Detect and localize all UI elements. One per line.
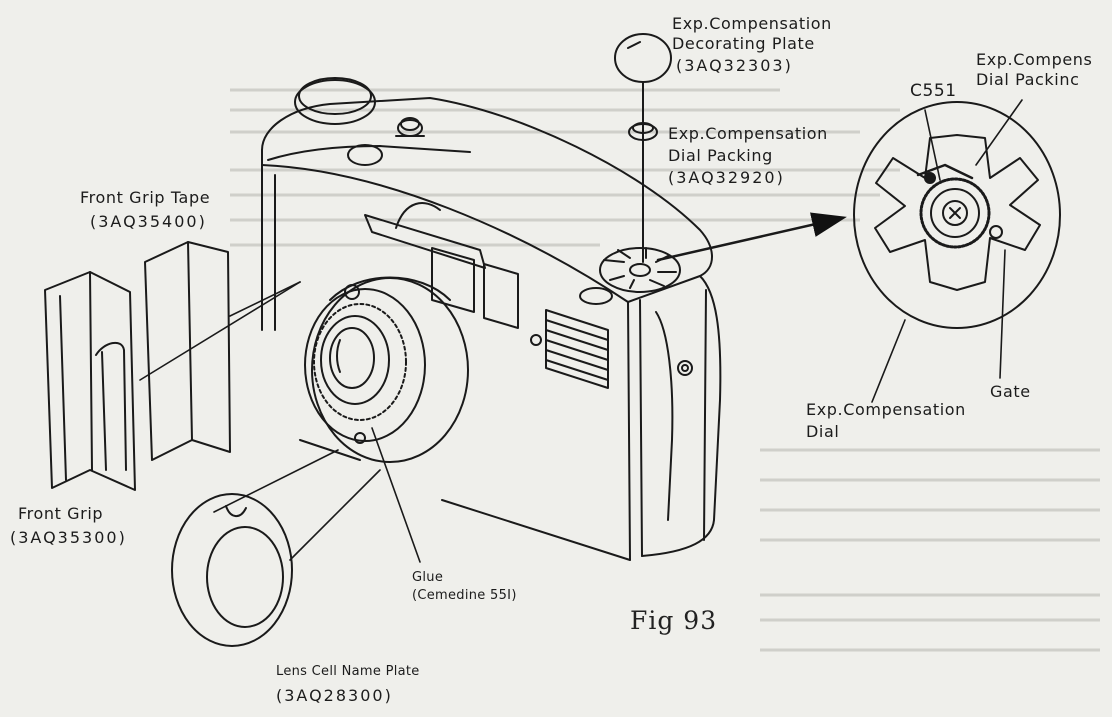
label-front-grip-tape-code: (3AQ35400) <box>90 212 207 231</box>
label-dial-packing-name: Exp.Compensation <box>668 124 828 143</box>
dial-detail-view <box>853 101 1061 329</box>
label-decorating-plate-name2: Decorating Plate <box>672 34 815 53</box>
label-glue-name: Glue <box>412 570 444 585</box>
label-dial-packing-name2: Dial Packing <box>668 146 773 165</box>
front-grip-part <box>44 271 136 491</box>
label-decorating-plate-name: Exp.Compensation <box>672 14 832 33</box>
front-grip-tape-part <box>144 241 231 461</box>
label-c551: C551 <box>910 81 957 101</box>
label-front-grip-tape-name: Front Grip Tape <box>80 188 211 207</box>
label-dial-packing-code: (3AQ32920) <box>668 168 785 187</box>
lens-name-plate-part <box>171 493 293 647</box>
decorating-plate-part <box>614 33 672 83</box>
label-front-grip-code: (3AQ35300) <box>10 528 127 547</box>
camera-body <box>261 77 722 561</box>
leader-lines <box>139 99 1023 563</box>
label-lens-plate-name: Lens Cell Name Plate <box>276 664 420 679</box>
detail-arrow <box>656 212 847 262</box>
label-front-grip-name: Front Grip <box>18 504 104 523</box>
label-lens-plate-code: (3AQ28300) <box>276 686 393 705</box>
lens-barrel <box>304 276 469 463</box>
label-dial-packing-detail-name: Exp.Compens <box>976 50 1093 69</box>
label-decorating-plate-code: (3AQ32303) <box>676 56 793 75</box>
label-exp-dial-name: Exp.Compensation <box>806 400 966 419</box>
label-gate: Gate <box>990 382 1031 401</box>
label-glue-detail: (Cemedine 55I) <box>412 588 517 603</box>
label-exp-dial-name2: Dial <box>806 422 840 441</box>
background-text-lines <box>230 88 1100 652</box>
label-dial-packing-detail-name2: Dial Packinc <box>976 70 1080 89</box>
figure-caption: Fig 93 <box>630 606 718 635</box>
